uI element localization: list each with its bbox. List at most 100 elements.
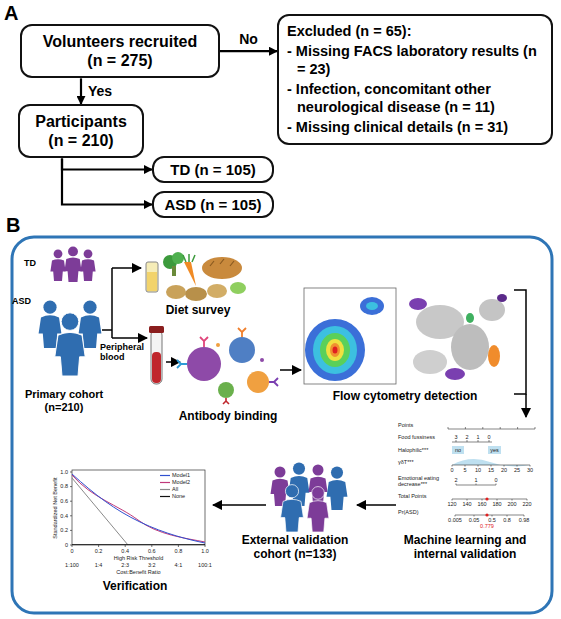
connector-arrow — [220, 50, 277, 52]
plot-label: 0 — [492, 477, 500, 483]
plot-label: 5 — [459, 467, 471, 473]
flow-density-plot-ellipse — [360, 297, 384, 315]
nomogram-path — [452, 499, 527, 501]
tsne-plot-ellipse — [413, 350, 447, 374]
plot-label: 0.2 — [53, 527, 68, 533]
external-people — [271, 463, 348, 532]
plot-label: Standardized Net Benefit — [52, 468, 58, 548]
td-people — [50, 246, 95, 282]
plot-label: 0.4 — [53, 513, 68, 519]
nomogram-path — [452, 440, 492, 442]
nomogram-path — [452, 465, 530, 467]
cells-antibodies-circle — [187, 347, 221, 381]
plot-label: 0.005 — [446, 517, 464, 523]
tsne-plot — [409, 294, 507, 380]
nomogram-path — [452, 459, 530, 466]
diet-food-ellipse — [202, 257, 242, 279]
nomogram-path — [456, 484, 496, 486]
figure-label: Machine learning and internal validation — [385, 534, 545, 562]
legend-line — [160, 496, 170, 497]
cohort-arrows-path — [102, 329, 112, 331]
diet-food-path — [210, 259, 234, 266]
plot-label: Halophilic*** — [398, 447, 446, 453]
tsne-plot-ellipse — [466, 313, 474, 323]
plot-label: 160 — [475, 501, 489, 507]
plot-label: 200 — [505, 501, 519, 507]
cells-antibodies-path — [223, 398, 229, 404]
edge-label: No — [238, 31, 259, 48]
flow-arrows — [166, 290, 526, 505]
flow-density-plot-ellipse — [333, 347, 338, 354]
process-box: Excluded (n = 65):- Missing FACS laborat… — [277, 14, 553, 145]
plot-label: 1:4 — [90, 562, 108, 568]
tsne-plot-ellipse — [488, 345, 500, 367]
blood-tube-rect — [151, 330, 162, 384]
tsne-plot-ellipse — [409, 298, 427, 310]
flow-arrows-path — [213, 504, 266, 506]
plot-label: γδT*** — [398, 459, 446, 465]
diet-food-path — [183, 254, 195, 262]
nomogram — [448, 427, 535, 517]
nomogram-path — [448, 427, 535, 429]
plot-label: 0.8 — [53, 483, 68, 489]
legend-text: None — [172, 493, 204, 499]
flow-density-plot-ellipse — [330, 343, 340, 357]
diet-food-rect — [146, 262, 158, 292]
figure-label: External validation cohort (n=133) — [232, 534, 358, 562]
figure-label: B — [6, 214, 30, 237]
process-box: Volunteers recruited (n = 275) — [20, 24, 220, 78]
plot-label: 120 — [445, 501, 459, 507]
nomogram-circle — [485, 513, 488, 516]
flow-density-plot-ellipse — [305, 319, 365, 381]
box-heading: ASD (n = 105) — [160, 196, 266, 214]
flow-arrows-path — [514, 290, 526, 394]
cells-antibodies-circle — [218, 382, 234, 398]
cohort-arrows — [102, 268, 147, 338]
figure-label: A — [4, 2, 28, 25]
plot-label: 25 — [511, 467, 523, 473]
box-text: - Infection, concomitant other neurologi… — [287, 81, 543, 116]
plot-label: 3 — [452, 434, 460, 440]
box-heading: TD (n = 105) — [160, 161, 266, 179]
legend-text: Model2 — [172, 479, 204, 485]
plot-label: Cost:Benefit Ratio — [89, 569, 189, 575]
td-people-use — [80, 249, 95, 281]
figure-label: Primary cohort (n=210) — [12, 388, 116, 413]
td-people-use — [50, 249, 65, 281]
plot-label: 0.2 — [91, 548, 107, 554]
plot-label: 2 — [452, 477, 460, 483]
figure-label: TD — [24, 258, 50, 268]
diet-food-ellipse — [207, 284, 227, 298]
plot-label: 1.0 — [53, 469, 68, 475]
flow-density-plot-ellipse — [326, 339, 344, 361]
plot-label: 1.0 — [197, 548, 213, 554]
tsne-plot-ellipse — [445, 368, 465, 380]
cells-antibodies-path — [200, 337, 208, 347]
plot-label: 15 — [485, 467, 497, 473]
asd-people — [39, 301, 102, 376]
plot-label: 30 — [524, 467, 536, 473]
plot-label: 0.5 — [486, 517, 498, 523]
cohort-arrows-path — [112, 337, 147, 339]
decision-curve — [70, 470, 205, 547]
legend-text: All — [172, 486, 204, 492]
flow-density-plot-ellipse — [313, 326, 357, 374]
nomogram-path — [455, 515, 524, 517]
plot-label: 0 — [485, 434, 493, 440]
tsne-plot-ellipse — [497, 294, 507, 302]
plot-label: 3:2 — [143, 562, 161, 568]
cells-antibodies-circle — [247, 371, 269, 393]
box-text: - Missing FACS laboratory results (n = 2… — [287, 43, 543, 78]
plot-label: 100:1 — [196, 562, 214, 568]
decision-curve-path — [72, 478, 128, 545]
plot-label: 0.98 — [517, 517, 531, 523]
panel-b-frame — [12, 237, 552, 613]
plot-label: 1:100 — [63, 562, 81, 568]
flow-density-plot-ellipse — [366, 302, 378, 310]
plot-label: 20 — [498, 467, 510, 473]
asd-people-use — [55, 313, 85, 376]
plot-label: 220 — [520, 501, 534, 507]
plot-label: 180 — [490, 501, 504, 507]
plot-label: Food fussiness — [398, 434, 446, 440]
connector-arrow — [62, 158, 152, 169]
